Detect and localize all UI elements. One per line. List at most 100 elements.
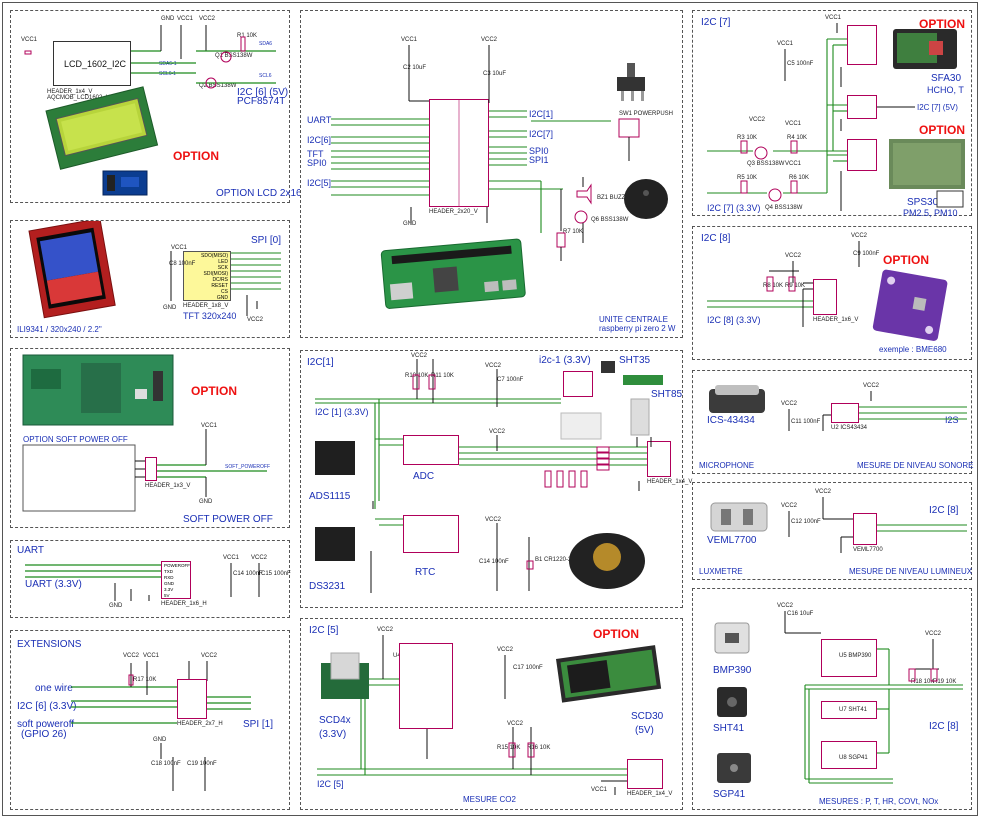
i2c7-5v-header-symbol [847, 95, 877, 119]
transistor-q2: Q2 BSS138W [199, 83, 237, 89]
sensor-scd4x-name: SCD4x [319, 715, 351, 726]
rtc-label: RTC [415, 567, 436, 578]
panel-measures: BMP390 SHT41 SGP41 I2C [8] MESURES : P, … [692, 588, 972, 810]
net-sda6-1: SDA6-1 [159, 61, 177, 67]
capacitor-c11: C11 100nF [791, 419, 821, 425]
tft-pin: RESET [211, 283, 228, 289]
uart-panel-title: UART [17, 545, 45, 556]
resistor-r6: R6 10K [789, 175, 810, 181]
lcd-footnote: AQCMOB_LCD1602_LIGHT [47, 95, 124, 101]
transistor-q6: Q6 BSS138W [591, 217, 629, 223]
panel-i2c8-bme: I2C [8] OPTION I2C [8] (3.3V) exemple : … [692, 226, 972, 360]
uart-pin: GND [164, 581, 174, 586]
panel-soft-power: VCC1 GND SOFT_POWEROFF HEADER_1x3_V OPTI… [10, 348, 290, 528]
net-vcc2: VCC2 [251, 555, 268, 561]
lcd-panel-title: OPTION LCD 2x16 [216, 188, 302, 199]
resistor-r7: R7 10K [563, 229, 584, 235]
bme-header-symbol [813, 279, 837, 315]
cpu-panel-title: UNITE CENTRALE [599, 315, 668, 324]
net-vcc2: VCC2 [485, 363, 502, 369]
net-label: VCC1 [21, 37, 38, 43]
net-vcc1: VCC1 [201, 423, 218, 429]
lcd-option-label: OPTION [173, 149, 220, 163]
net-vcc2: VCC2 [485, 517, 502, 523]
cpu-right-i2c7: I2C[7] [529, 129, 554, 139]
i2c8a-panel-drawing [707, 241, 948, 341]
uart-bus-label: UART (3.3V) [25, 579, 82, 590]
net-gnd: GND [161, 16, 175, 22]
i2c1-header-label: HEADER_1x4_V [647, 479, 693, 485]
cpu-left-i2c6: I2C[6] [307, 135, 332, 145]
panel-cpu: VCC1 VCC2 C2 10uF C3 10uF HEADER_2x20_V … [300, 10, 683, 338]
i2c1-panel-title: I2C[1] [307, 357, 334, 368]
capacitor-c16: C16 10uF [787, 611, 814, 617]
rpi-header-pins [458, 100, 460, 206]
tft-pin: SDI(MOSI) [203, 271, 228, 277]
sensor-sfa30-name: SFA30 [931, 73, 962, 84]
sensor-sht35-label: SHT35 [619, 355, 651, 366]
lcd-module-symbol: LCD_1602_I2C [53, 41, 131, 86]
rtc-chip-name: DS3231 [309, 581, 346, 592]
bmp390-chip-ref: U5 BMP390 [839, 653, 872, 659]
net-vcc2: VCC2 [749, 117, 766, 123]
cpu-left-uart: UART [307, 115, 332, 125]
net-vcc1: VCC1 [825, 15, 842, 21]
power-header-symbol [145, 457, 157, 481]
adc-chip-symbol [403, 435, 459, 465]
net-scl6: SCL6 [259, 73, 272, 79]
resistor-r11: R11 10K [431, 373, 454, 379]
net-vcc2: VCC2 [481, 37, 498, 43]
net-vcc1: VCC1 [785, 161, 802, 167]
panel-sound: ICS-43434 MICROPHONE MESURE DE NIVEAU SO… [692, 370, 973, 474]
net-scl6-1: SCL6-1 [159, 71, 176, 77]
sensor-sgp41-name: SGP41 [713, 789, 746, 800]
rtc-chip-symbol [403, 515, 459, 553]
cpu-right-i2c1: I2C[1] [529, 109, 554, 119]
lcd-component-name: LCD_1602_I2C [64, 59, 127, 69]
sensor-ics43434-name: ICS-43434 [707, 415, 755, 426]
ext-spi-label: SPI [1] [243, 719, 274, 730]
net-vcc1: VCC1 [401, 37, 418, 43]
i2c1-bus-label: I2C [1] (3.3V) [315, 407, 369, 417]
panel-light: VEML7700 LUXMETRE MESURE DE NIVEAU LUMIN… [692, 482, 972, 580]
net-vcc1: VCC1 [785, 121, 802, 127]
power-header-label: HEADER_1x3_V [145, 483, 191, 489]
cpu-left-tft: TFT [307, 149, 324, 159]
capacitor-c8: C8 100nF [169, 261, 196, 267]
resistor-r3: R3 10K [737, 135, 758, 141]
lcd-chip-label: PCF8574T [237, 96, 286, 107]
adc-label: ADC [413, 471, 435, 482]
sht41-chip-ref: U7 SHT41 [839, 707, 868, 713]
net-vcc2: VCC2 [863, 383, 880, 389]
resistor-r5: R5 10K [737, 175, 758, 181]
tft-display-caption: ILI9341 / 320x240 / 2.2" [17, 325, 102, 334]
i2c7-panel-drawing [707, 23, 965, 211]
sensor-veml7700-name: VEML7700 [707, 535, 757, 546]
panel-co2: I2C [5] OPTION SCD4x (3.3V) SCD30 (5V) I… [300, 618, 683, 810]
cpu-right-spi1: SPI1 [529, 155, 549, 165]
cpu-left-spi0: SPI0 [307, 158, 327, 168]
meas-panel-drawing [714, 611, 963, 784]
tft-module-caption: TFT 320x240 [183, 311, 237, 321]
net-vcc2: VCC2 [497, 647, 514, 653]
ext-label-softpoweroff: soft poweroff [17, 719, 75, 730]
net-sda6: SDA6 [259, 41, 273, 47]
capacitor-c14: C14 100nF [233, 571, 263, 577]
net-vcc2: VCC2 [925, 631, 942, 637]
capacitor-c9: C9 100nF [853, 251, 880, 257]
net-vcc2: VCC2 [123, 653, 140, 659]
net-vcc2: VCC2 [507, 721, 524, 727]
transistor-q4: Q4 BSS138W [765, 205, 803, 211]
i2c8a-bus-label: I2C [8] (3.3V) [707, 315, 761, 325]
power-panel-drawing [22, 354, 267, 512]
scd30-header-symbol [627, 759, 663, 789]
sps30-header-symbol [847, 139, 877, 171]
ext-label-gpio26: (GPIO 26) [21, 729, 67, 740]
veml-chip-symbol [853, 513, 877, 545]
resistor-r18: R18 10K [911, 679, 935, 685]
ext-header-symbol [177, 679, 207, 719]
light-bus-title: I2C [8] [929, 505, 959, 516]
sfa30-header-symbol [847, 25, 877, 65]
sensor-scd30-name: SCD30 [631, 711, 664, 722]
